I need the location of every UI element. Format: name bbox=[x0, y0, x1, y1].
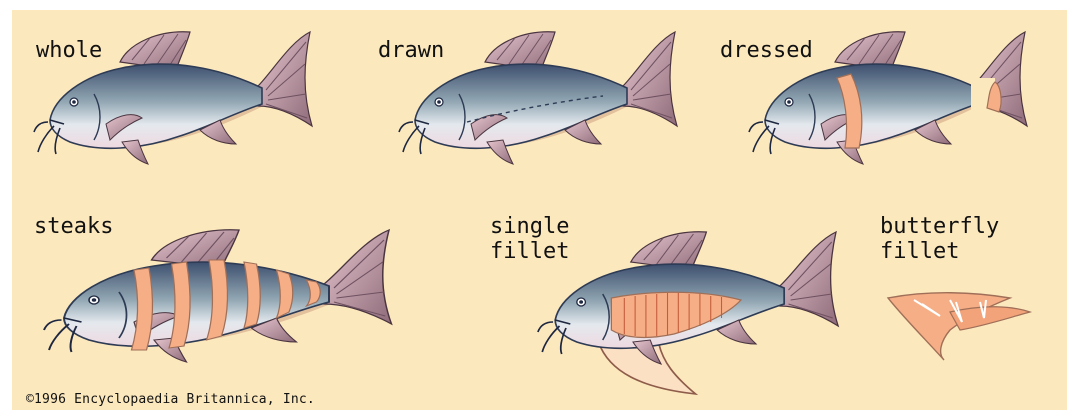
label-drawn: drawn bbox=[378, 38, 444, 63]
fish-steaks bbox=[44, 230, 392, 362]
label-single-fillet: single fillet bbox=[490, 214, 569, 264]
label-dressed: dressed bbox=[720, 38, 813, 63]
copyright-credit: ©1996 Encyclopaedia Britannica, Inc. bbox=[26, 392, 315, 407]
butterfly-fillet bbox=[888, 293, 1030, 360]
fish-single-fillet bbox=[538, 232, 838, 394]
label-butterfly-fillet: butterfly fillet bbox=[880, 214, 999, 264]
label-steaks: steaks bbox=[34, 214, 113, 239]
label-whole: whole bbox=[36, 38, 102, 63]
